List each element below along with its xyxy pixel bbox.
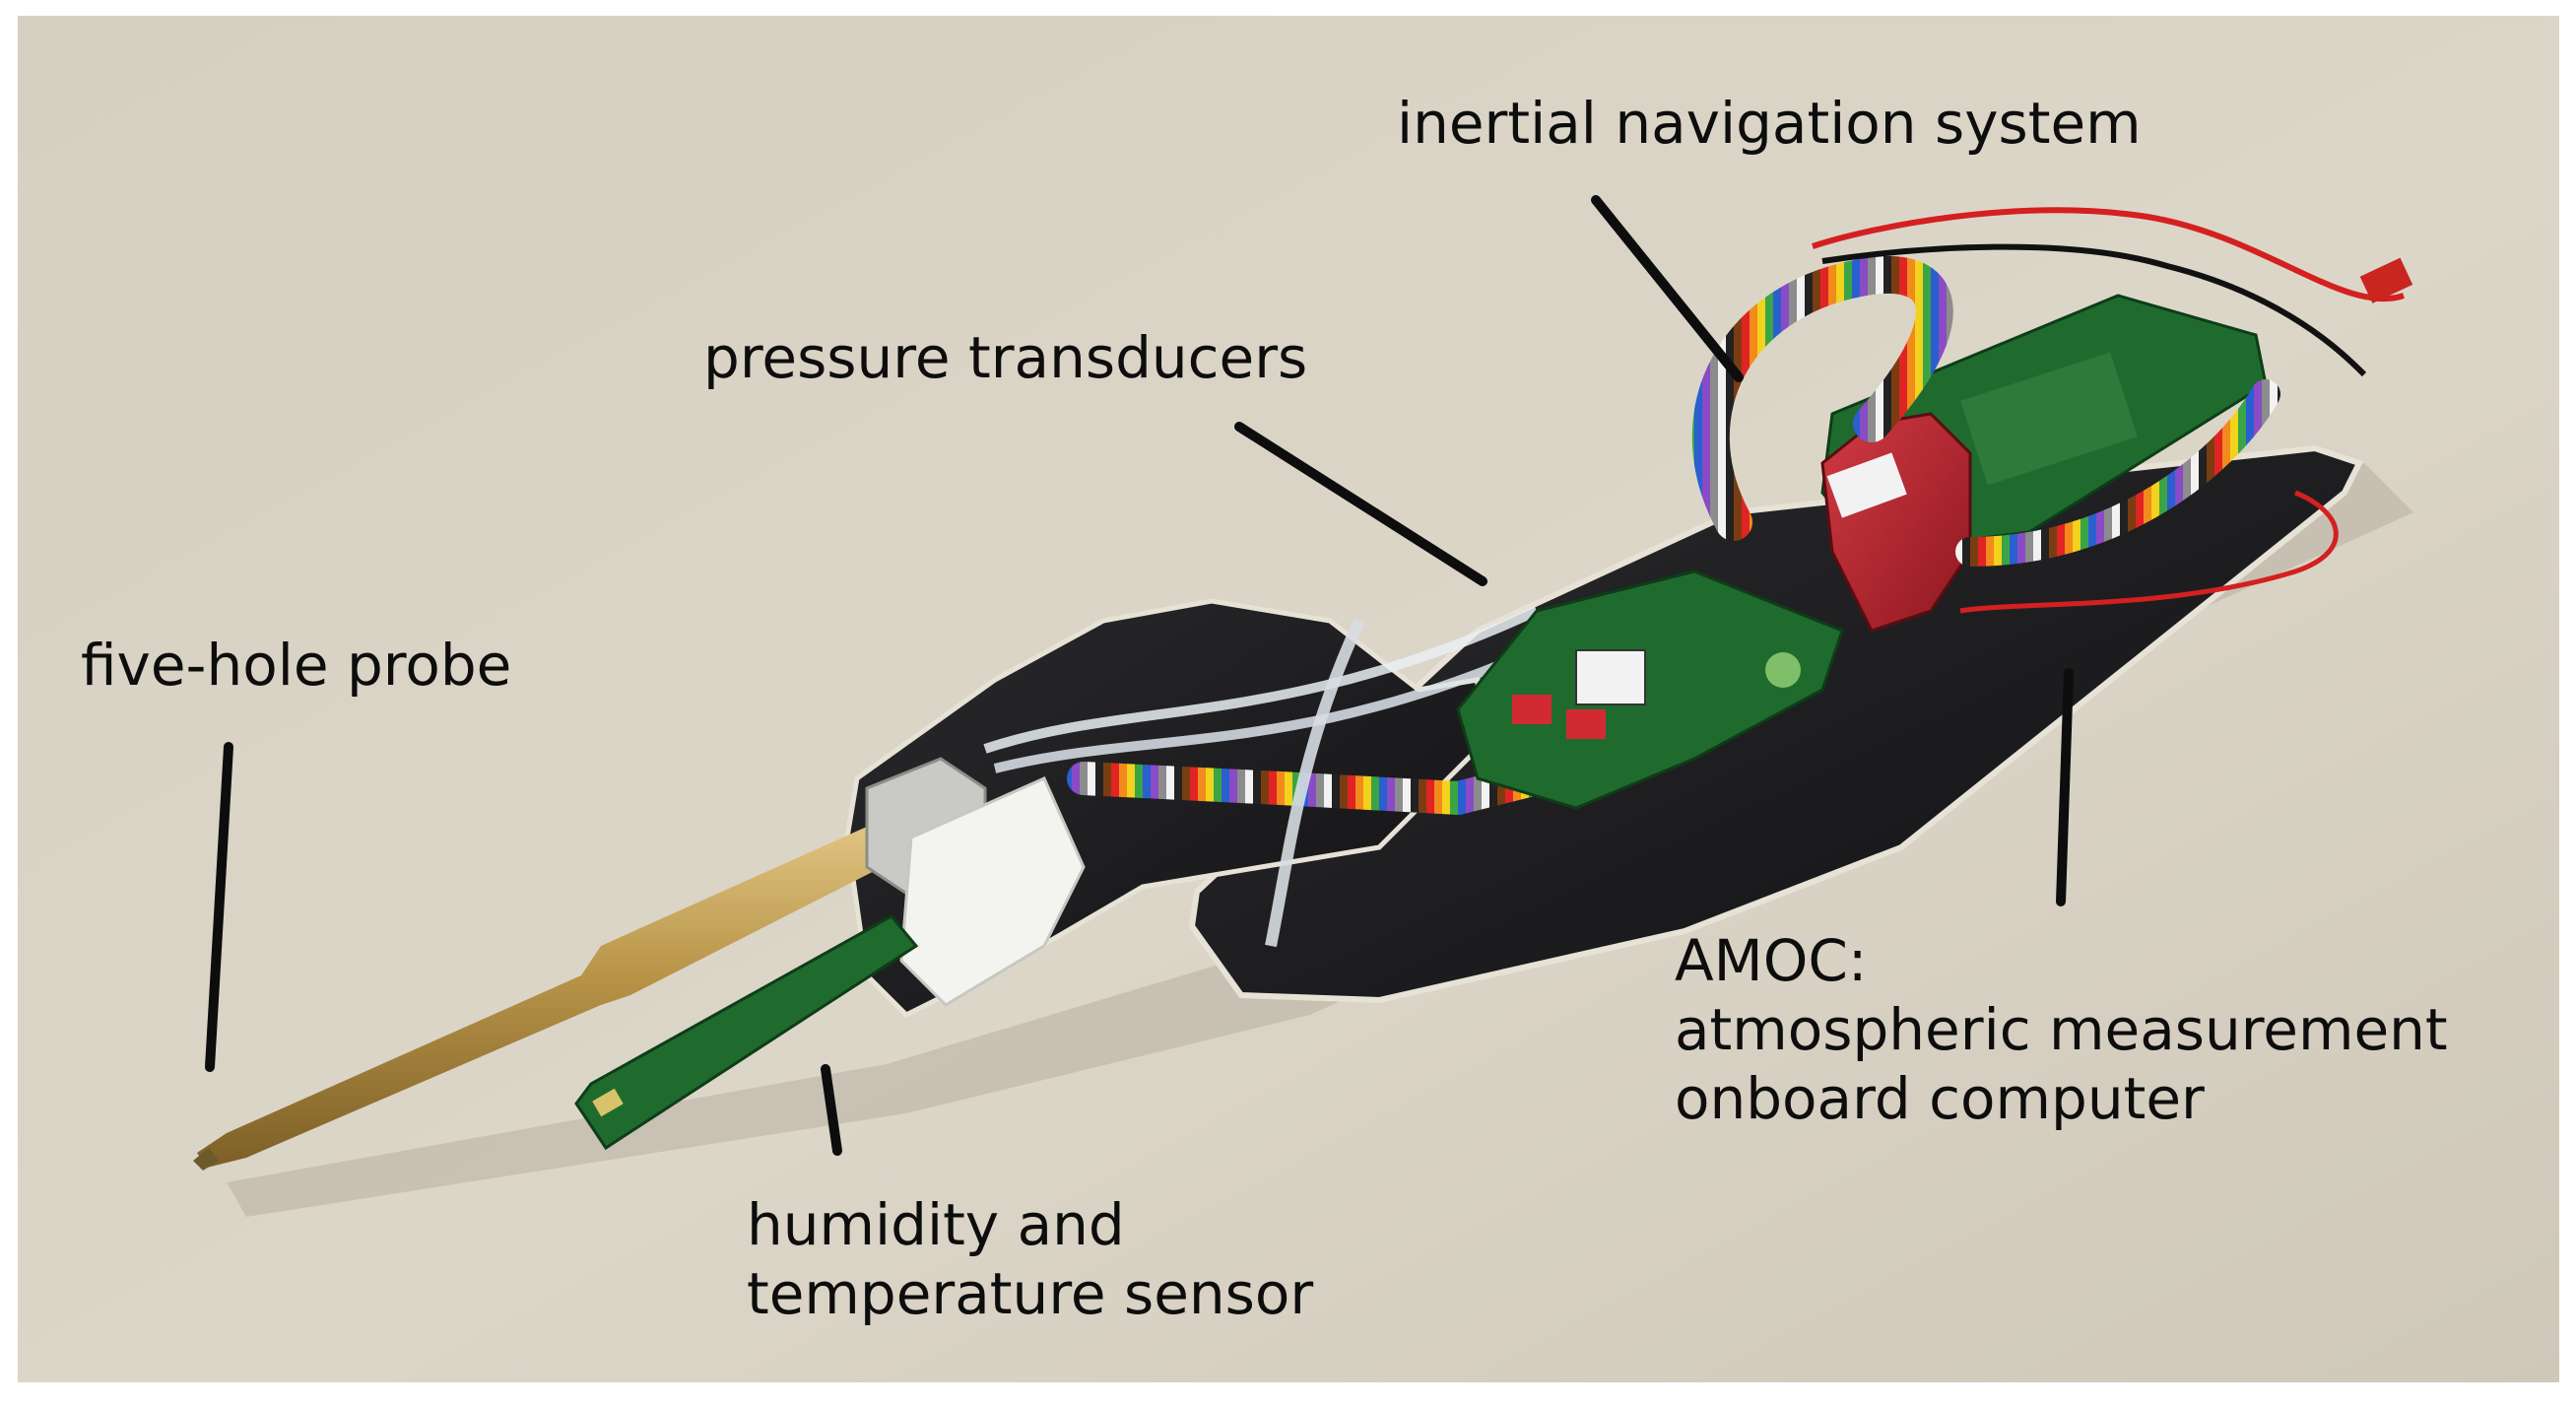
- leader-line-probe: [205, 742, 233, 1072]
- label-five-hole-probe: five-hole probe: [81, 631, 511, 700]
- wire-loop-red: [1959, 490, 2339, 614]
- leader-line-ins: [1591, 195, 1744, 382]
- label-probe-text: five-hole probe: [81, 632, 512, 699]
- probe-tip: [193, 1148, 219, 1171]
- power-wire-black: [1821, 243, 2367, 377]
- connector-green: [1765, 652, 1801, 688]
- pressure-tube-1: [983, 606, 1540, 754]
- label-humidity-temperature-sensor: humidity and temperature sensor: [747, 1190, 1313, 1328]
- label-amoc-line1: AMOC:: [1675, 927, 1868, 994]
- label-amoc-line2: atmospheric measurement: [1675, 996, 2448, 1063]
- humidity-sensor-pcb: [574, 914, 919, 1151]
- power-connector: [2359, 257, 2413, 303]
- pressure-transducer-board: [1456, 570, 1844, 810]
- tape-wrap: [899, 776, 1086, 1007]
- label-humidity-line1: humidity and: [747, 1191, 1125, 1258]
- label-pressure-transducers: pressure transducers: [703, 323, 1307, 392]
- transducer-red-1: [1512, 695, 1552, 724]
- label-ins-text: inertial navigation system: [1397, 90, 2142, 157]
- label-inertial-navigation-system: inertial navigation system: [1397, 89, 2142, 158]
- transducer-label: [1575, 649, 1646, 705]
- carbon-base-plate: [1188, 444, 2364, 1004]
- amoc-chip-area: [1960, 352, 2138, 486]
- label-pressure-text: pressure transducers: [703, 324, 1308, 391]
- label-amoc: AMOC: atmospheric measurement onboard co…: [1675, 926, 2448, 1133]
- ins-label: [1826, 452, 1907, 518]
- label-amoc-line3: onboard computer: [1675, 1065, 2205, 1132]
- ribbon-cable-arm: [1067, 762, 1553, 816]
- sensor-element: [592, 1088, 624, 1117]
- power-wire-red: [1812, 207, 2405, 302]
- ribbon-cable-loop: [1692, 255, 1953, 541]
- leader-line-humidity: [821, 1064, 842, 1156]
- leader-lines: [205, 195, 2074, 1156]
- ribbon-cable-side: [1955, 379, 2280, 567]
- transducer-red-2: [1566, 709, 1606, 739]
- cable-tie: [1265, 618, 1365, 948]
- pressure-tube-2: [993, 636, 1559, 773]
- brass-probe: [197, 818, 901, 1168]
- leader-line-pressure: [1234, 422, 1487, 586]
- leader-line-amoc: [2056, 668, 2074, 906]
- label-humidity-line2: temperature sensor: [747, 1260, 1314, 1327]
